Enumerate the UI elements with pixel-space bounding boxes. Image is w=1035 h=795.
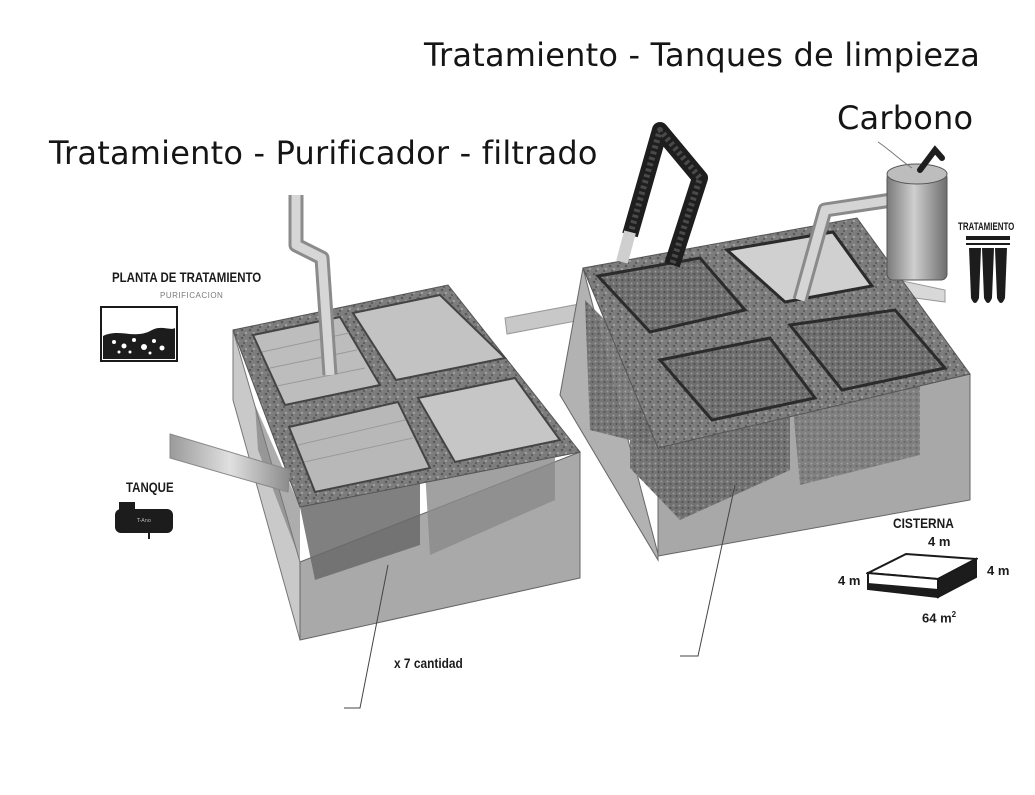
quantity-label: x 7 cantidad: [394, 655, 463, 671]
cistern-dim-left: 4 m: [838, 573, 861, 588]
legend-tank: TANQUE: [126, 479, 174, 495]
cistern-dim-right: 4 m: [987, 563, 1010, 578]
cistern-icon: [866, 552, 978, 599]
title-cleaning-tanks: Tratamiento - Tanques de limpieza: [424, 36, 981, 74]
cistern-dim-top: 4 m: [928, 534, 951, 549]
title-carbon: Carbono: [837, 99, 974, 137]
tank-plate: T-Ano: [137, 518, 151, 524]
leader-line-cleaning: [680, 484, 736, 657]
tank-icon: [115, 502, 173, 539]
leader-line-purifier: [344, 564, 389, 709]
plant-icon: [100, 306, 178, 362]
cistern-area-value: 64 m: [922, 610, 952, 626]
purifier-block: [169, 195, 593, 641]
cleaning-tanks-block: [559, 122, 971, 562]
leader-line-carbon: [877, 141, 913, 169]
legend-plant-subtitle: PURIFICACION: [160, 291, 224, 300]
cistern-area: 64 m2: [922, 610, 956, 625]
cistern-title: CISTERNA: [893, 515, 954, 531]
title-purifier: Tratamiento - Purificador - filtrado: [49, 134, 598, 172]
legend-treatment: TRATAMIENTO: [958, 221, 1015, 233]
legend-plant-title: PLANTA DE TRATAMIENTO: [112, 269, 262, 285]
treatment-icon: [966, 236, 1010, 303]
cistern-area-exponent: 2: [951, 610, 957, 619]
